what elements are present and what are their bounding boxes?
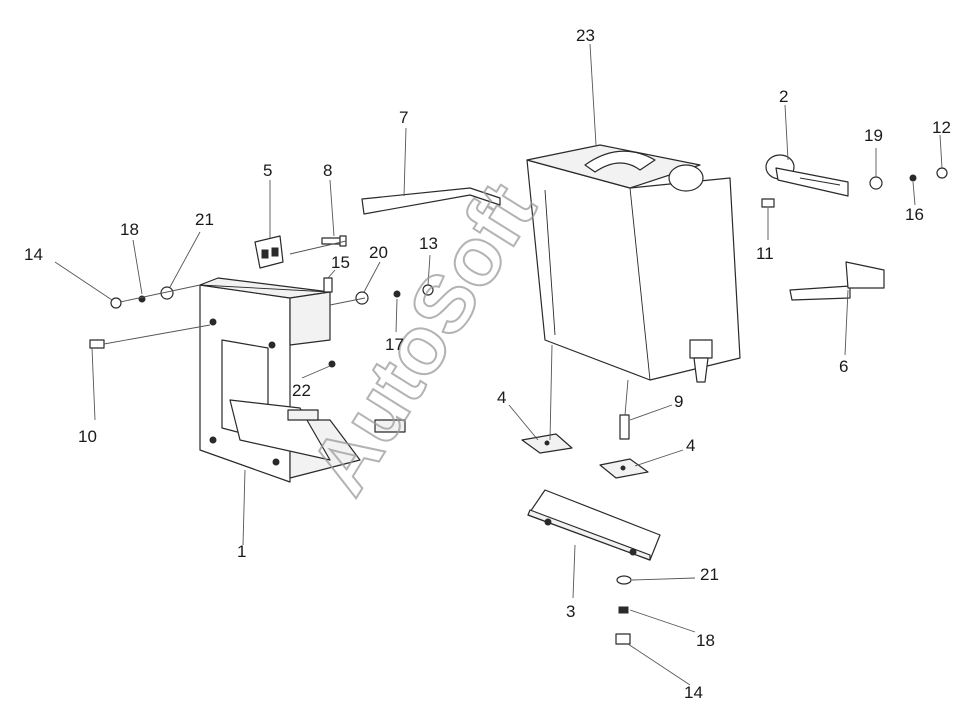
fastener-nut-14-bottom (615, 633, 631, 645)
callout-9: 9 (674, 392, 683, 411)
callout-16: 16 (905, 205, 924, 224)
part-23-water-canister (526, 144, 741, 383)
fastener-bolt-15 (323, 277, 333, 293)
fastener-spring-washer-17 (393, 290, 401, 298)
callout-2: 2 (779, 87, 788, 106)
fastener-clip-22 (328, 360, 336, 368)
fastener-nut-12 (936, 167, 948, 179)
fastener-bolt-8 (321, 235, 347, 247)
fastener-washer-21-bottom (616, 575, 632, 585)
fastener-washer-19 (869, 176, 883, 190)
callout-3: 3 (566, 602, 575, 621)
callout-21-left: 21 (195, 210, 214, 229)
callout-23: 23 (576, 26, 595, 45)
watermark: AutoSoft (293, 168, 554, 510)
callout-labels: 1 2 3 4 4 5 6 7 8 9 10 11 12 13 14 14 15… (24, 26, 951, 702)
callout-15: 15 (331, 253, 350, 272)
fastener-spring-washer-16 (909, 174, 917, 182)
part-5-clamp (254, 235, 284, 269)
part-1-mounting-bracket (199, 277, 406, 483)
fastener-bolt-9 (619, 414, 630, 440)
callout-5: 5 (263, 161, 272, 180)
callout-7: 7 (399, 108, 408, 127)
callout-14-bottom: 14 (684, 683, 703, 702)
fastener-nut-14-left (110, 297, 122, 309)
callout-18-left: 18 (120, 220, 139, 239)
part-3-base-channel (527, 489, 661, 561)
callout-4-left: 4 (497, 388, 506, 407)
callout-18-bottom: 18 (696, 631, 715, 650)
callout-4-right: 4 (686, 436, 695, 455)
callout-12: 12 (932, 118, 951, 137)
fastener-bolt-11 (761, 198, 775, 208)
callout-21-bottom: 21 (700, 565, 719, 584)
callout-6: 6 (839, 357, 848, 376)
part-2-cap-holder (765, 154, 849, 197)
callout-13: 13 (419, 234, 438, 253)
fastener-washer-20 (355, 291, 369, 305)
fastener-bolt-10 (89, 339, 105, 349)
callout-14-left: 14 (24, 245, 43, 264)
callout-17: 17 (385, 335, 404, 354)
part-6-strap-bracket (789, 261, 885, 301)
part-7-strap (361, 187, 501, 215)
callout-8: 8 (323, 161, 332, 180)
callout-10: 10 (78, 427, 97, 446)
leader-lines (54, 43, 943, 686)
part-4-pad-right (599, 458, 649, 479)
callout-11: 11 (756, 244, 774, 263)
fastener-spring-washer-18-bottom (618, 606, 629, 614)
callout-20: 20 (369, 243, 388, 262)
callout-1: 1 (237, 542, 246, 561)
part-4-pad-left (521, 433, 573, 454)
callout-22: 22 (292, 381, 311, 400)
callout-19: 19 (864, 126, 883, 145)
